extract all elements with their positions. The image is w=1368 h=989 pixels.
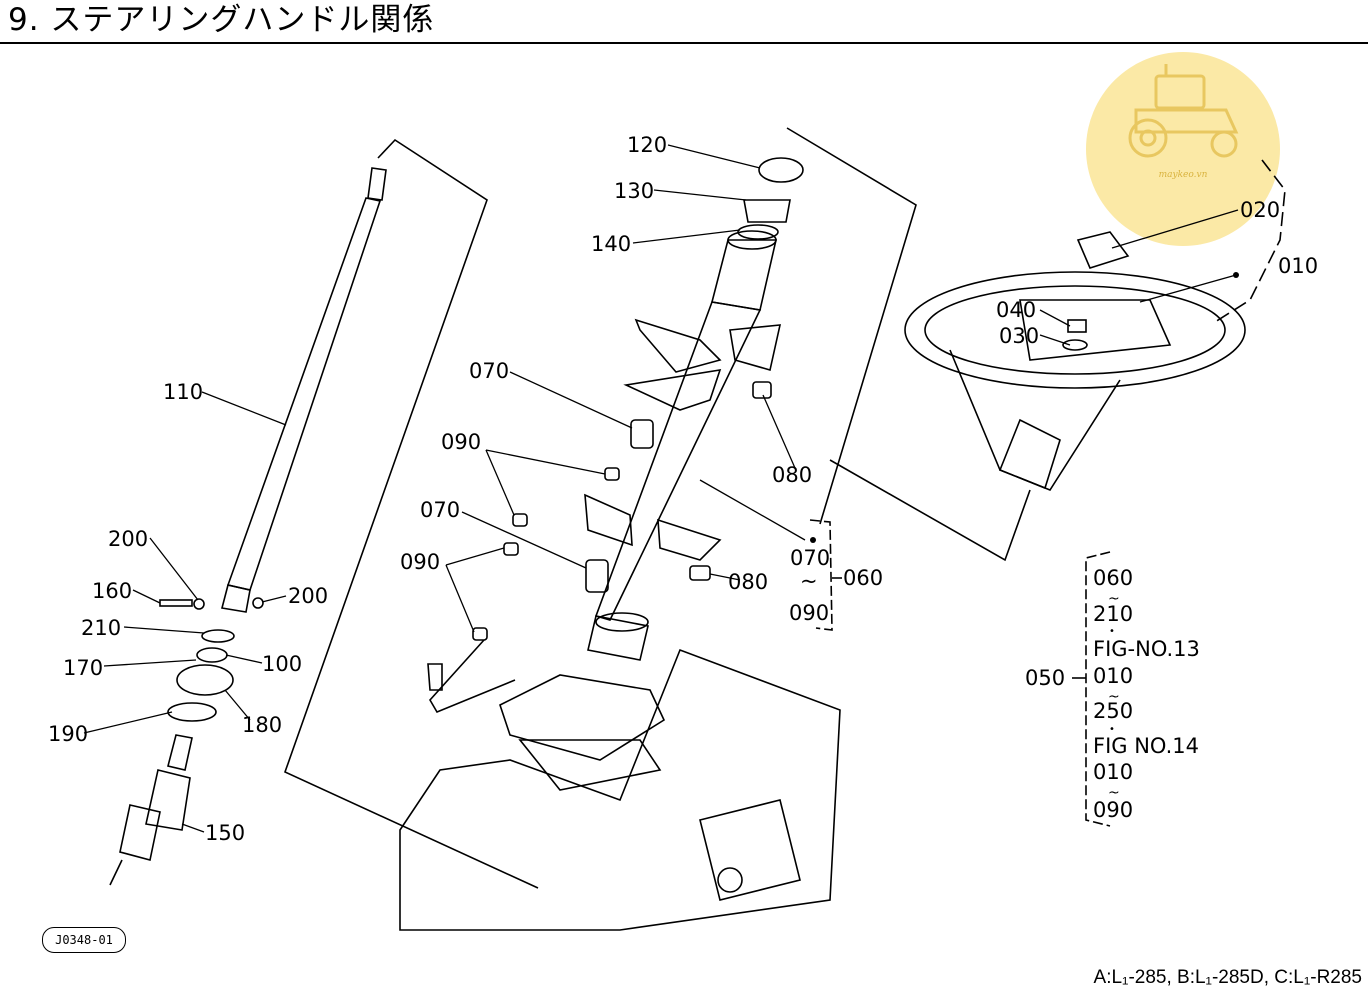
bolt — [427, 663, 443, 691]
part-label-010: 010 — [1278, 254, 1319, 278]
pin-200-right — [252, 597, 264, 609]
part-label-080-upper: 080 — [772, 463, 813, 487]
bearing-180 — [176, 664, 234, 696]
snap-ring-190 — [167, 702, 217, 722]
part-label-170: 170 — [63, 656, 104, 680]
nut-040 — [1067, 319, 1087, 333]
part-label-070-lower: 070 — [420, 498, 461, 522]
bushing-090-b — [512, 513, 528, 527]
leader-lines — [83, 144, 1239, 833]
ref-line: 250 — [1093, 699, 1134, 723]
part-label-090-lower: 090 — [400, 550, 441, 574]
bushing-090-a — [604, 467, 620, 481]
model-applicability: A:L₁-285, B:L₁-285D, C:L₁-R285 — [1093, 967, 1362, 988]
watermark-logo: maykeo.vn — [1086, 52, 1280, 246]
part-label-160: 160 — [92, 579, 133, 603]
part-label-210: 210 — [81, 616, 122, 640]
part-label-040: 040 — [996, 298, 1037, 322]
bushing-090-d — [472, 627, 488, 641]
part-label-190: 190 — [48, 722, 89, 746]
ref-line: FIG-NO.13 — [1093, 637, 1200, 661]
steering-column — [587, 230, 778, 661]
ref-line: • — [1109, 724, 1115, 735]
part-label-140: 140 — [591, 232, 632, 256]
ref-line: 010 — [1093, 760, 1134, 784]
wheel-group-bracket — [1214, 159, 1286, 323]
part-label-020: 020 — [1240, 198, 1281, 222]
ref-line: • — [1109, 626, 1115, 637]
part-label-130: 130 — [614, 179, 655, 203]
part-label-100: 100 — [262, 652, 303, 676]
pin-200-left — [193, 598, 205, 610]
wheel-frame-left — [829, 459, 1031, 562]
part-label-070-upper: 070 — [469, 359, 510, 383]
ref-line: ~ — [1108, 689, 1120, 705]
universal-joint-150 — [109, 734, 193, 886]
bushing-080-lower — [689, 565, 711, 581]
part-label-030: 030 — [999, 324, 1040, 348]
ref-line: 010 — [1093, 664, 1134, 688]
part-label-200-left: 200 — [108, 527, 149, 551]
reference-group-label: 050 — [1025, 666, 1066, 690]
watermark-text: maykeo.vn — [1158, 170, 1208, 180]
lower-bracket-right — [657, 518, 722, 561]
ref-line: ~ — [1108, 591, 1120, 607]
lower-bracket-left — [584, 493, 633, 547]
bushing-090-c — [503, 542, 519, 556]
cap-020 — [1076, 231, 1130, 269]
ref-line: ~ — [1108, 785, 1120, 801]
group-range-tilde: ~ — [800, 569, 818, 593]
ref-line: 090 — [1093, 798, 1134, 822]
drawing-number: J0348-01 — [42, 927, 126, 953]
bushing-080-upper — [752, 381, 772, 399]
washer-140 — [737, 224, 779, 240]
mid-bracket — [623, 369, 722, 411]
clip-210 — [201, 629, 235, 643]
bearing-120 — [758, 157, 804, 183]
ref-line: 210 — [1093, 602, 1134, 626]
part-label-180: 180 — [242, 713, 283, 737]
shaft-frame-outline — [284, 138, 539, 889]
bushing-070-upper — [630, 419, 654, 449]
upper-bracket — [634, 318, 722, 373]
base-plate — [499, 674, 666, 761]
pin-160 — [159, 599, 193, 607]
steering-shaft-110 — [221, 167, 387, 613]
page-title: 9. ステアリングハンドル関係 — [8, 2, 435, 38]
side-bracket — [729, 324, 782, 372]
part-label-120: 120 — [627, 133, 668, 157]
part-label-200-right: 200 — [288, 584, 329, 608]
gasket — [518, 739, 662, 791]
steering-wheel — [904, 271, 1246, 491]
group-label-090: 090 — [789, 601, 830, 625]
title-divider — [0, 42, 1368, 44]
ring-100 — [196, 647, 228, 663]
nut-130 — [743, 199, 791, 223]
bolt-leader — [429, 639, 516, 714]
group-label-070: 070 — [790, 546, 831, 570]
part-label-090-upper: 090 — [441, 430, 482, 454]
tractor-icon — [1128, 64, 1239, 158]
part-label-110: 110 — [163, 380, 204, 404]
part-label-080-lower: 080 — [728, 570, 769, 594]
column-frame-right — [786, 127, 917, 525]
ref-line: FIG NO.14 — [1093, 734, 1200, 758]
ref-line: 060 — [1093, 566, 1134, 590]
group-label-060: 060 — [843, 566, 884, 590]
washer-030 — [1062, 339, 1088, 351]
transmission-housing — [399, 648, 841, 931]
bushing-070-lower — [585, 559, 609, 593]
part-label-150: 150 — [205, 821, 246, 845]
